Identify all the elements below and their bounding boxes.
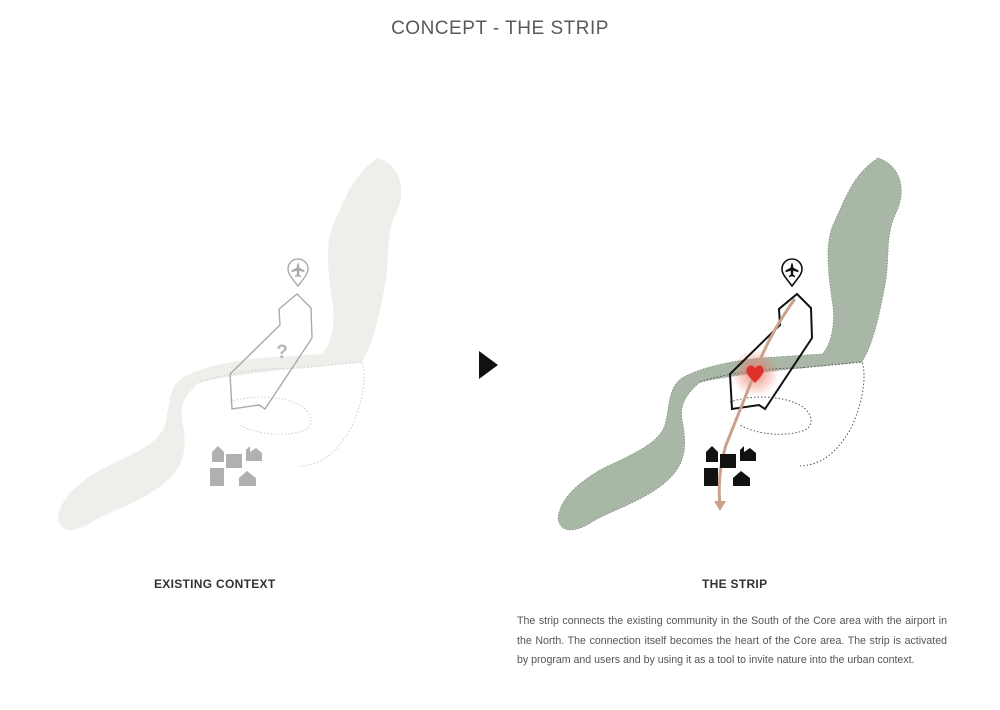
strip-description: The strip connects the existing communit… — [517, 615, 947, 666]
heart-icon — [746, 365, 764, 383]
river-existing — [58, 158, 402, 530]
core-area-boundary-existing — [199, 361, 365, 467]
existing-context-diagram: ? — [58, 158, 402, 530]
site-outline-strip — [728, 292, 814, 411]
buildings-icon — [210, 446, 262, 486]
site-outline-existing — [229, 293, 313, 410]
buildings-icon — [704, 446, 756, 486]
core-area-inner-existing — [229, 396, 312, 435]
page-title: CONCEPT - THE STRIP — [391, 18, 609, 39]
strip-diagram — [557, 157, 902, 531]
airport-pin-icon — [287, 258, 309, 288]
strip-caption: THE STRIP — [702, 577, 768, 591]
strip-arrow-icon — [714, 501, 726, 511]
play-arrow-icon — [479, 351, 498, 379]
strip-path — [717, 298, 796, 507]
question-mark-icon: ? — [276, 342, 288, 363]
existing-context-caption: EXISTING CONTEXT — [154, 577, 276, 591]
river-strip — [557, 157, 902, 531]
airport-pin-icon — [781, 258, 803, 288]
